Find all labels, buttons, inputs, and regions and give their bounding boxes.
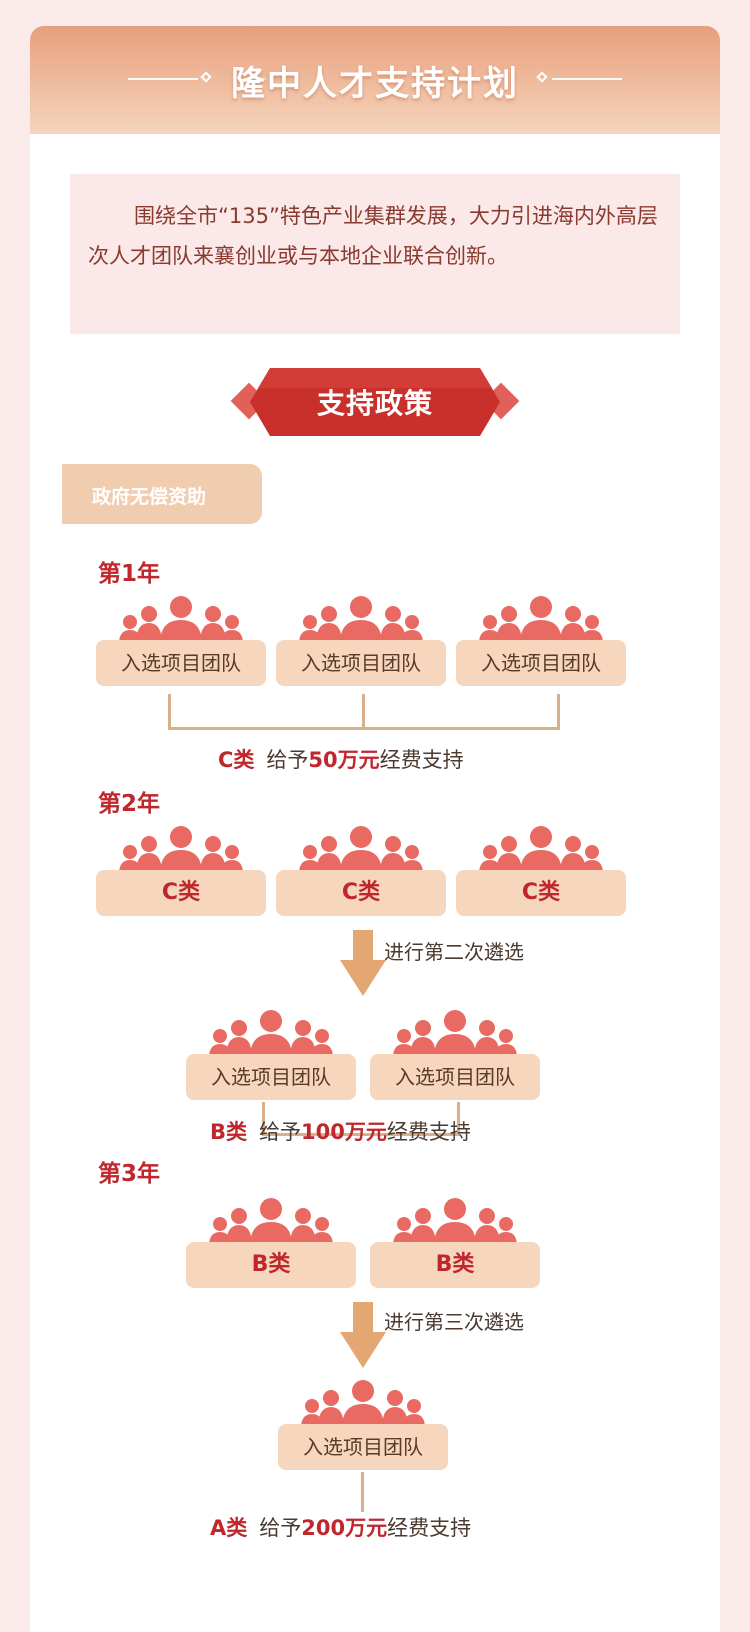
team-group: 入选项目团队 [456,596,626,688]
content-card: 隆中人才支持计划 围绕全市“135”特色产业集群发展，大力引进海内外高层次人才团… [30,26,720,1632]
team-group: C类 [456,826,626,918]
people-icon [119,596,243,644]
award-pre: 给予 [259,1120,302,1144]
team-box: 入选项目团队 [186,1054,356,1100]
award-amount: 100万元 [301,1120,387,1144]
award-class: C类 [218,748,255,772]
team-group: 入选项目团队 [96,596,266,688]
funding-tag-label: 政府无偿资助 [92,486,207,508]
award-a: A类给予200万元经费支持 [210,1512,471,1542]
down-arrow-icon [340,930,386,996]
class-box: C类 [96,870,266,916]
page-title: 隆中人才支持计划 [231,64,519,104]
people-icon [299,596,423,644]
team-box: 入选项目团队 [96,640,266,686]
award-amount: 50万元 [308,748,380,772]
class-box: C类 [456,870,626,916]
award-class: A类 [210,1516,248,1540]
team-group: 入选项目团队 [370,1010,540,1102]
team-group: C类 [276,826,446,918]
award-post: 经费支持 [379,748,464,772]
people-icon [119,826,243,874]
team-group: B类 [186,1198,356,1290]
bracket-connector [262,1102,460,1136]
award-post: 经费支持 [386,1120,471,1144]
people-icon [301,1380,425,1428]
award-class: B类 [210,1120,248,1144]
people-icon [299,826,423,874]
header-decor-line-left [128,78,198,80]
year-2-label: 第2年 [98,791,161,817]
people-icon [209,1010,333,1058]
intro-text: 围绕全市“135”特色产业集群发展，大力引进海内外高层次人才团队来襄创业或与本地… [88,204,658,268]
award-amount: 200万元 [301,1516,388,1540]
connector-line [361,1472,364,1512]
header-banner: 隆中人才支持计划 [30,26,720,134]
team-group: B类 [370,1198,540,1290]
people-icon [479,826,603,874]
team-group: C类 [96,826,266,918]
people-icon [479,596,603,644]
people-icon [209,1198,333,1246]
funding-tag: 政府无偿资助 [62,464,262,524]
team-group: 入选项目团队 [278,1380,448,1472]
class-box: B类 [370,1242,540,1288]
down-arrow-icon [340,1302,386,1368]
policy-banner: 支持政策 [230,364,520,440]
bracket-connector-mid [362,694,365,730]
award-c: C类给予50万元经费支持 [218,744,464,774]
people-icon [393,1198,517,1246]
ribbon-shape [230,368,520,436]
header-decor-line-right [552,78,622,80]
intro-panel: 围绕全市“135”特色产业集群发展，大力引进海内外高层次人才团队来襄创业或与本地… [70,174,680,334]
class-box: B类 [186,1242,356,1288]
team-box: 入选项目团队 [370,1054,540,1100]
award-pre: 给予 [266,748,309,772]
policy-title: 支持政策 [316,387,433,420]
award-pre: 给予 [259,1516,302,1540]
selection-step-2: 进行第二次遴选 [384,940,524,964]
award-post: 经费支持 [387,1516,472,1540]
selection-step-3: 进行第三次遴选 [384,1310,524,1334]
award-b: B类给予100万元经费支持 [210,1116,471,1146]
year-3-label: 第3年 [98,1161,161,1187]
team-box: 入选项目团队 [276,640,446,686]
team-group: 入选项目团队 [186,1010,356,1102]
year-1-label: 第1年 [98,561,161,587]
people-icon [393,1010,517,1058]
class-box: C类 [276,870,446,916]
team-box: 入选项目团队 [278,1424,448,1470]
team-group: 入选项目团队 [276,596,446,688]
team-box: 入选项目团队 [456,640,626,686]
